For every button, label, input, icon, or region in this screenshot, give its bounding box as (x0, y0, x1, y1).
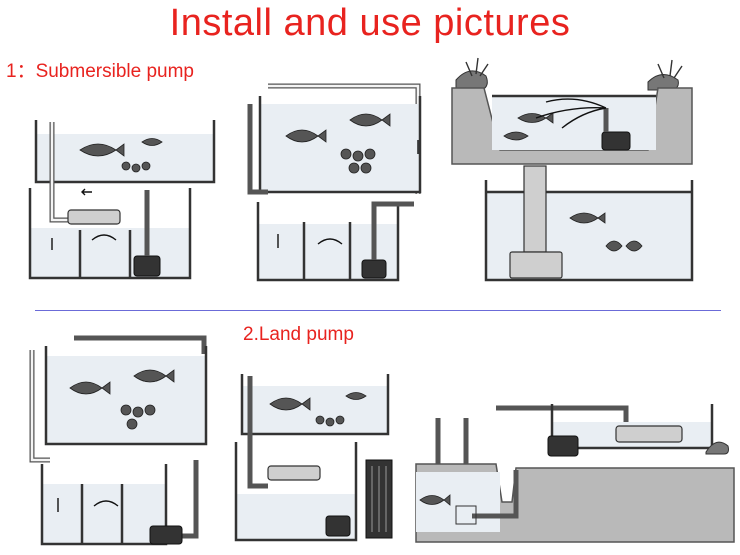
section-label-submersible-pump: 1：Submersible pump (6, 61, 194, 82)
diagram-submersible-pond (451, 57, 693, 165)
diagram-submersible-sump (28, 120, 216, 280)
diagram-submersible-aquarium (484, 165, 694, 282)
diagram-land-overflow (29, 335, 208, 546)
section-label-land-pump: 2.Land pump (243, 324, 354, 345)
diagram-land-pond (415, 404, 735, 543)
diagram-submersible-overhead (247, 83, 422, 282)
section-divider (35, 310, 721, 311)
page-title: Install and use pictures (169, 2, 571, 44)
diagram-land-cabinet (234, 374, 393, 542)
